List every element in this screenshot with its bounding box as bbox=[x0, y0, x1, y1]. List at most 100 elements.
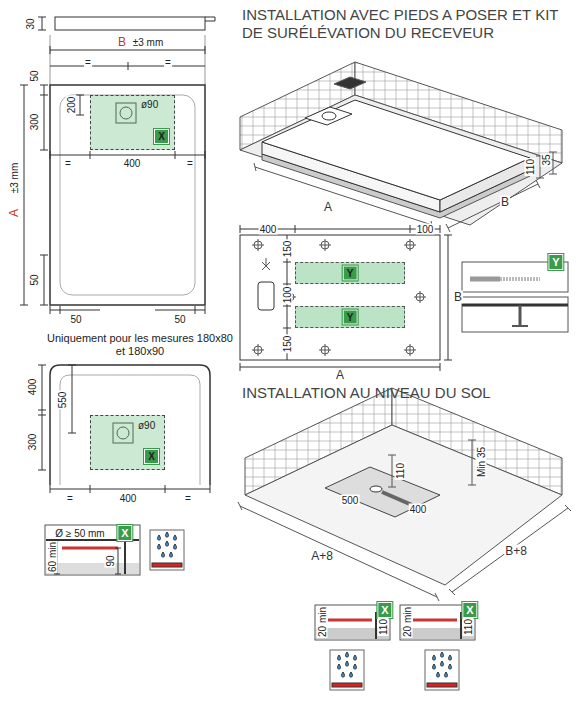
raised-install-drawing-part bbox=[254, 163, 433, 229]
foot-plan-drawing-part bbox=[319, 344, 331, 356]
floor-level-drawing-part bbox=[238, 502, 439, 601]
raised-install-drawing-part bbox=[322, 112, 336, 120]
raised-install-drawing bbox=[240, 62, 562, 232]
dimension-label: 50 bbox=[173, 314, 186, 325]
dimension-label: 550 bbox=[57, 391, 68, 410]
dimension-letter: B bbox=[453, 291, 463, 304]
drain-detail bbox=[45, 525, 184, 575]
drain-zone: ø90X bbox=[90, 95, 175, 150]
raised-install-drawing-part bbox=[240, 95, 562, 225]
foot-plan-drawing-part bbox=[414, 291, 426, 303]
dimension-label: 100 bbox=[416, 224, 435, 235]
foot-plan-drawing-part bbox=[462, 297, 568, 332]
foot-plan-drawing-part bbox=[512, 325, 528, 327]
dimension-label: 150 bbox=[282, 335, 293, 354]
corner-plan-drawing-part bbox=[38, 365, 46, 470]
zone-badge: Y bbox=[343, 266, 358, 281]
tray-plan-drawing-part bbox=[60, 95, 195, 295]
raised-install-drawing-part bbox=[305, 107, 352, 125]
tray-plan-drawing-part bbox=[40, 85, 48, 150]
dimension-label: 90 bbox=[105, 554, 116, 567]
floor-level-drawing-part bbox=[449, 505, 571, 595]
dimension-label: 50 bbox=[69, 314, 82, 325]
dimension-label: 20 min bbox=[402, 606, 413, 638]
foot-plan-drawing-part bbox=[404, 344, 416, 356]
foot-plan-drawing-part bbox=[319, 239, 331, 251]
dimension-label: = bbox=[64, 158, 72, 169]
floor-level-drawing-part bbox=[382, 492, 412, 505]
foot-plan-drawing bbox=[240, 225, 568, 371]
drain-detail-part bbox=[45, 525, 140, 575]
dimension-label: = bbox=[184, 493, 192, 504]
tray-plan-drawing bbox=[20, 17, 215, 314]
foot-plan-drawing-part bbox=[444, 235, 452, 360]
floor-detail bbox=[315, 605, 475, 690]
zone-badge: X bbox=[377, 602, 392, 618]
dimension-label: 100 bbox=[282, 286, 293, 305]
floor-level-drawing-part bbox=[325, 467, 440, 517]
dimension-label: 50 bbox=[29, 273, 40, 286]
floor-detail-part bbox=[425, 650, 459, 690]
section-heading: INSTALLATION AU NIVEAU DU SOL bbox=[242, 384, 491, 402]
tray-plan-drawing-part bbox=[20, 85, 28, 305]
corner-plan-drawing-part bbox=[60, 375, 200, 485]
note: Uniquement pour les mesures 180x80 et 18… bbox=[44, 332, 236, 358]
dimension-label: 30 bbox=[25, 17, 36, 30]
dimension-label: = bbox=[186, 158, 194, 169]
tray-plan-drawing-part bbox=[50, 46, 205, 54]
foot-plan-drawing-part bbox=[262, 258, 270, 270]
dimension-label: 20 min bbox=[317, 606, 328, 638]
corner-plan-drawing-part bbox=[50, 365, 210, 485]
tray-plan-drawing-part bbox=[38, 17, 46, 30]
foot-plan-drawing-part bbox=[404, 239, 416, 251]
dimension-label: = bbox=[66, 493, 74, 504]
raised-install-drawing-part bbox=[262, 100, 530, 200]
dimension-label: 400 bbox=[123, 158, 142, 169]
raised-install-drawing-part bbox=[446, 180, 540, 232]
raised-install-drawing-part bbox=[334, 77, 366, 89]
dimension-letter: A bbox=[335, 369, 345, 382]
dimension-label: Min 35 bbox=[476, 446, 487, 478]
dimension-label: 50 bbox=[29, 69, 40, 82]
foot-band: Y bbox=[295, 306, 405, 328]
foot-plan-drawing-part bbox=[519, 305, 522, 325]
drain-zone: ø90X bbox=[90, 415, 165, 470]
drain-detail-part bbox=[150, 530, 184, 570]
tray-plan-drawing-part bbox=[76, 95, 84, 115]
tray-plan-drawing-part bbox=[50, 62, 205, 70]
drain-detail-part bbox=[115, 548, 121, 574]
dimension-label: 150 bbox=[282, 240, 293, 259]
dimension-letter: B bbox=[500, 196, 510, 209]
dimension-label: 300 bbox=[27, 433, 38, 452]
floor-detail-part bbox=[413, 619, 457, 622]
diameter-label: ø90 bbox=[141, 99, 158, 110]
corner-plan-drawing bbox=[38, 365, 210, 493]
section-heading: INSTALLATION AVEC PIEDS A POSER ET KIT D… bbox=[242, 6, 574, 42]
foot-plan-drawing-part bbox=[462, 304, 568, 307]
foot-band: Y bbox=[295, 262, 405, 284]
drain-detail-part bbox=[124, 540, 126, 574]
corner-plan-drawing-part bbox=[68, 365, 76, 433]
foot-plan-drawing-part bbox=[500, 277, 540, 281]
dimension-label: Ø ≥ 50 mm bbox=[54, 528, 105, 539]
drain-detail-part bbox=[62, 547, 118, 550]
floor-level-drawing-part bbox=[245, 425, 562, 585]
tray-plan-drawing-part bbox=[205, 17, 215, 21]
zone-badge: Y bbox=[343, 310, 358, 325]
tray-plan-drawing-part bbox=[50, 85, 205, 305]
floor-detail-part bbox=[330, 650, 364, 690]
raised-install-drawing-part bbox=[536, 152, 557, 178]
dimension-label: 35 bbox=[541, 153, 552, 166]
dimension-label: 110 bbox=[463, 618, 474, 636]
dimension-label: 110 bbox=[395, 462, 406, 480]
dimension-label: 60 min bbox=[47, 541, 58, 573]
dimension-letter: A bbox=[323, 201, 333, 214]
diameter-label: ø90 bbox=[138, 420, 155, 431]
foot-plan-drawing-part bbox=[258, 282, 274, 310]
dimension-letter: A+8 bbox=[310, 550, 334, 563]
dimension-label: 110 bbox=[378, 618, 389, 636]
zone-badge: Y bbox=[548, 254, 563, 270]
dimension-label: 400 bbox=[119, 493, 138, 504]
dimension-label: = bbox=[164, 57, 172, 68]
